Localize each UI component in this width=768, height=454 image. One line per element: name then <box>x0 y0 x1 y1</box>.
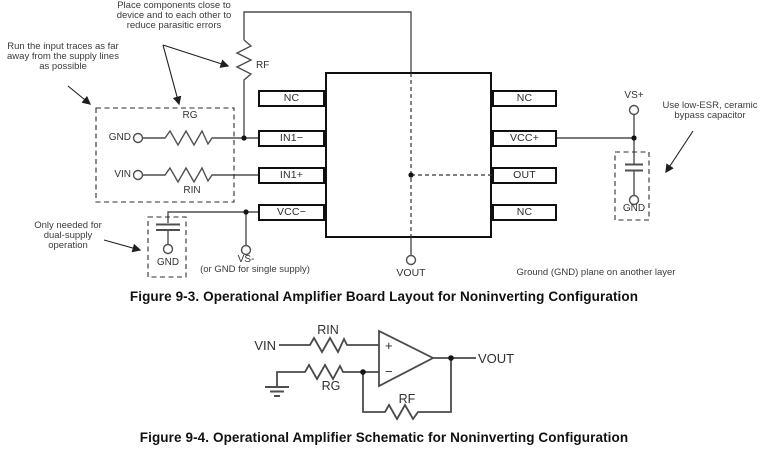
annotation-line: dual-supply <box>43 229 93 241</box>
sch-vout-label: VOUT <box>478 351 515 366</box>
annotation-line: bypass capacitor <box>674 109 746 121</box>
pin-out: OUT <box>492 166 557 184</box>
vs-plus-label: VS+ <box>624 90 644 101</box>
annotation-line: operation <box>48 239 88 251</box>
annotation-line: device and to each other to <box>116 9 232 21</box>
pin-in1-plus: IN1+ <box>258 166 325 184</box>
vin-label: VIN <box>114 169 131 180</box>
sch-plus-input-label: + <box>385 338 393 353</box>
arrow-run-input-traces <box>67 85 92 105</box>
annotation-line: Place components close to <box>117 0 231 11</box>
junction-vs-plus <box>631 135 637 141</box>
rf-resistor <box>235 39 253 138</box>
gnd-input-label: GND <box>108 132 131 143</box>
vcc-minus-trace <box>167 211 258 223</box>
rg-resistor-trace <box>142 129 258 147</box>
vout-board-label: VOUT <box>396 267 426 279</box>
junction-rf-rg <box>241 135 247 141</box>
junction-vs-minus <box>243 209 249 215</box>
gnd-input-terminal <box>132 132 144 144</box>
arrow-place-components-to-rf <box>162 44 230 68</box>
sch-rg-label: RG <box>321 379 341 393</box>
sch-vin-rin-wire <box>279 336 379 354</box>
pin-vcc-plus: VCC+ <box>492 129 557 147</box>
rf-label: RF <box>256 60 270 71</box>
annotation-line: Use low-ESR, ceramic <box>662 100 758 111</box>
ic-body <box>325 72 492 238</box>
sch-junction-output <box>448 355 454 361</box>
annotation-line: reduce parasitic errors <box>126 19 222 31</box>
pin-right-nc-top: NC <box>492 89 557 107</box>
sch-rf-feedback-wire <box>362 358 452 421</box>
arrow-bypass-cap <box>665 130 694 174</box>
gnd-right-label: GND <box>622 203 646 214</box>
annotation-line: Run the input traces as far <box>7 41 119 52</box>
annotation-line: away from the supply lines <box>7 50 119 62</box>
vout-terminal <box>405 254 417 266</box>
bypass-left-dashed-box <box>147 216 187 278</box>
vs-minus-label: VS- <box>237 254 255 265</box>
sch-minus-input-label: − <box>385 364 393 379</box>
input-traces-dashed-box <box>95 107 235 203</box>
annotation-gnd-plane: Ground (GND) plane on another layer <box>516 267 676 278</box>
annotation-line: as possible <box>39 60 87 72</box>
vin-terminal <box>132 169 144 181</box>
sch-junction-inverting <box>360 369 366 375</box>
pin-right-nc-bottom: NC <box>492 203 557 221</box>
vs-minus-note: (or GND for single supply) <box>200 264 310 275</box>
gnd-left-terminal <box>162 243 174 255</box>
sch-vin-label: VIN <box>254 338 276 353</box>
rg-label: RG <box>182 110 198 121</box>
annotation-run-input-traces: Run the input traces as far away from th… <box>2 42 124 71</box>
annotation-place-components: Place components close to device and to … <box>100 1 248 30</box>
figure-9-3-caption: Figure 9-3. Operational Amplifier Board … <box>129 289 639 304</box>
pin-vcc-minus: VCC− <box>258 203 325 221</box>
vs-plus-terminal <box>628 104 640 116</box>
rin-resistor-trace <box>142 166 258 184</box>
figure-9-4-caption: Figure 9-4. Operational Amplifier Schema… <box>139 430 629 445</box>
sch-rin-label: RIN <box>317 323 339 337</box>
annotation-line: Only needed for <box>34 220 102 231</box>
sch-rf-label: RF <box>398 392 416 406</box>
arrow-place-components-to-rg <box>162 44 182 106</box>
gnd-left-label: GND <box>156 257 180 268</box>
pin-in1-minus: IN1− <box>258 129 325 147</box>
annotation-bypass-cap: Use low-ESR, ceramic bypass capacitor <box>651 101 768 121</box>
rin-label: RIN <box>183 185 201 196</box>
annotation-dual-supply: Only needed for dual-supply operation <box>14 221 122 250</box>
pin-left-nc: NC <box>258 89 325 107</box>
